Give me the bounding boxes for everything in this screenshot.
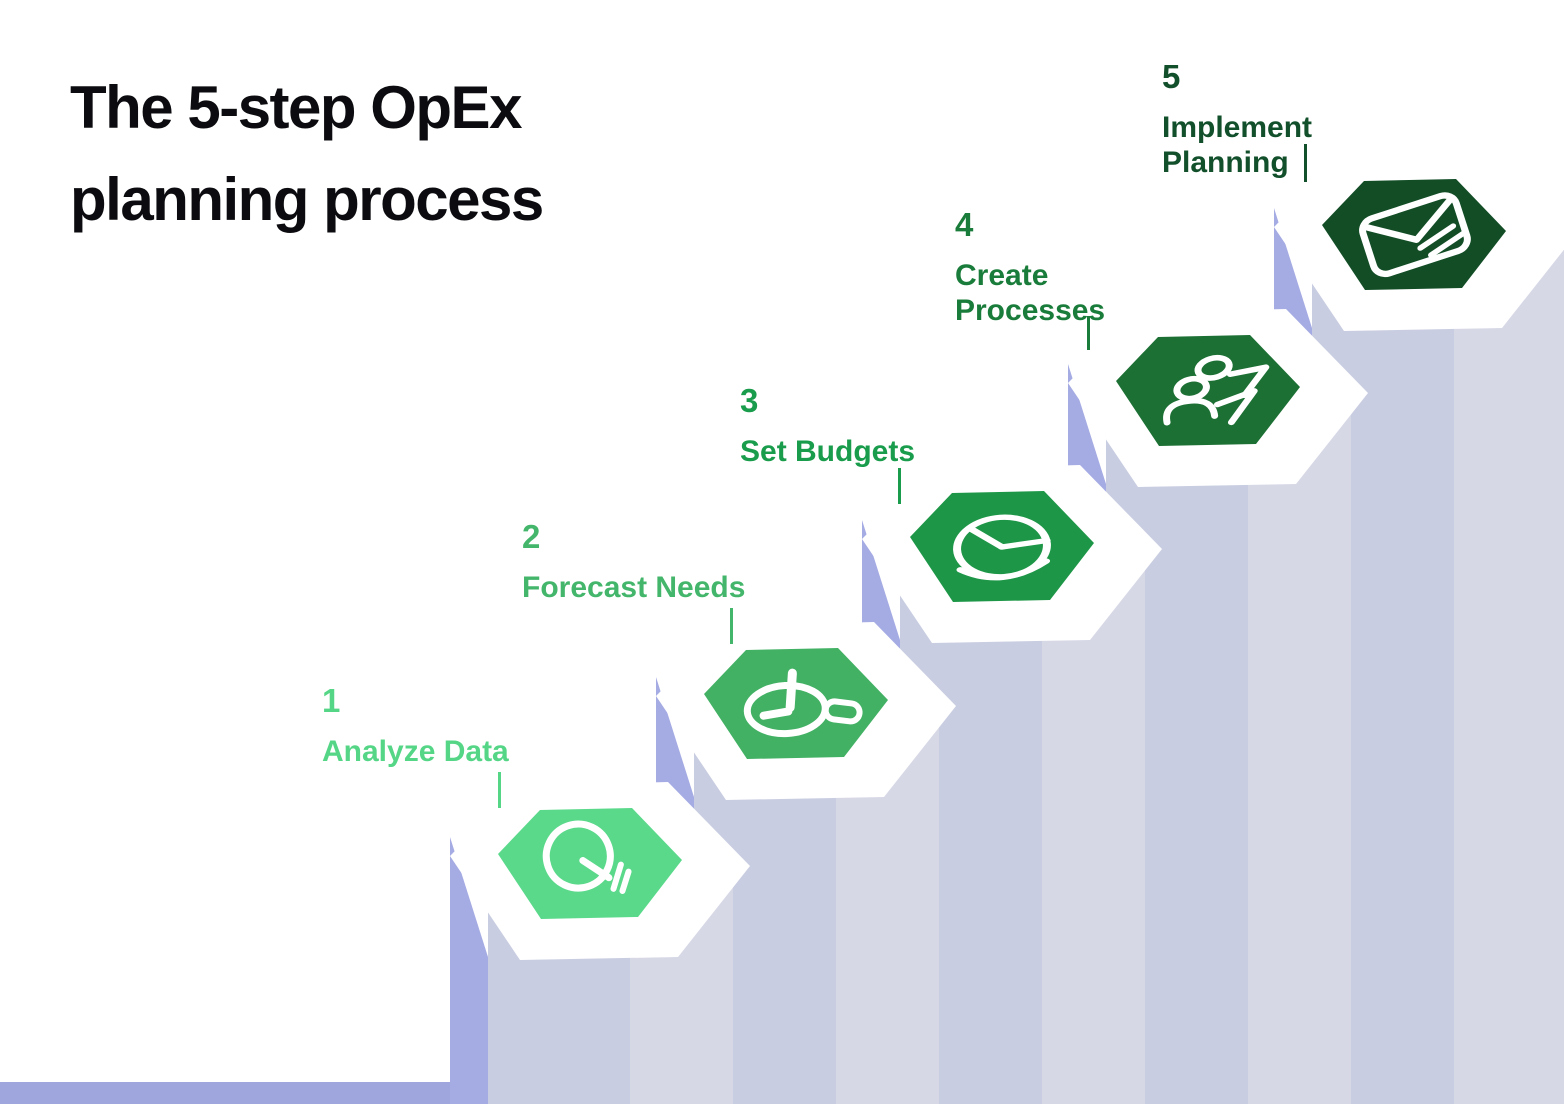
step-hexagon-badge bbox=[704, 648, 888, 759]
platform-step-4 bbox=[1068, 309, 1368, 487]
step-tick bbox=[498, 772, 501, 808]
step-number: 1 bbox=[322, 682, 341, 719]
staircase-columns bbox=[450, 208, 1564, 1104]
platform-step-1 bbox=[450, 782, 750, 960]
page-title: The 5-step OpEx planning process bbox=[70, 74, 544, 233]
column-front-right-face bbox=[1248, 389, 1351, 1104]
step-number: 3 bbox=[740, 382, 759, 419]
step-name: Forecast Needs bbox=[522, 570, 746, 604]
platform-step-3 bbox=[862, 465, 1162, 643]
staircase-platforms bbox=[450, 153, 1564, 960]
step-tick bbox=[1087, 316, 1090, 350]
baseline-bar bbox=[0, 1082, 470, 1104]
platform-step-2 bbox=[656, 622, 956, 800]
step-tick bbox=[730, 608, 733, 644]
step-name: Set Budgets bbox=[740, 434, 916, 468]
step-name: Create Processes bbox=[955, 258, 1106, 328]
step-number: 2 bbox=[522, 518, 541, 555]
step-tick bbox=[1304, 144, 1307, 182]
step-number: 5 bbox=[1162, 58, 1181, 95]
column-front-right-face bbox=[1454, 231, 1564, 1104]
step-name: Analyze Data bbox=[322, 734, 509, 768]
column-front-right-face bbox=[1042, 545, 1145, 1104]
column-shadow-face bbox=[450, 837, 488, 1104]
step-tick bbox=[898, 468, 901, 504]
column-front-right-face bbox=[836, 702, 939, 1104]
platform-step-5 bbox=[1274, 153, 1564, 331]
step-number: 4 bbox=[955, 206, 974, 243]
step-name: Implement Planning bbox=[1162, 110, 1313, 180]
